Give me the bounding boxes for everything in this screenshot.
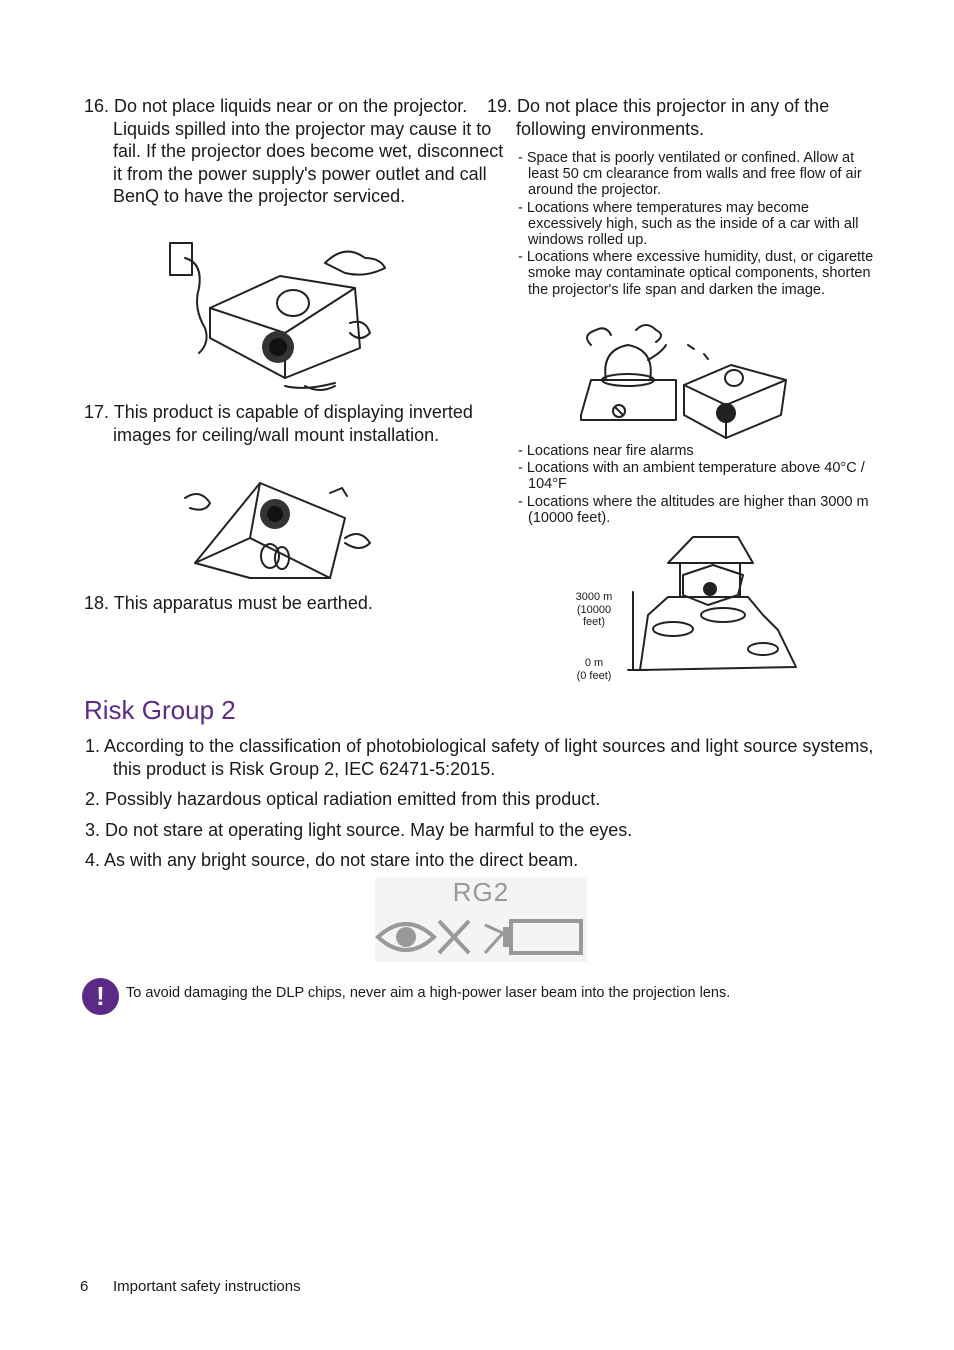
item-18: 18. This apparatus must be earthed. xyxy=(84,593,373,613)
altitude-high-label: 3000 m (10000 feet) xyxy=(575,591,613,628)
item-17: 17. This product is capable of displayin… xyxy=(84,402,473,445)
list-item: 1. According to the classification of ph… xyxy=(85,736,874,779)
list-item: - Locations with an ambient temperature … xyxy=(518,460,865,493)
risk-group-heading: Risk Group 2 xyxy=(84,695,236,725)
exclamation-icon: ! xyxy=(82,978,119,1015)
item-16: 16. Do not place liquids near or on the … xyxy=(84,96,504,206)
list-item: - Locations where the altitudes are high… xyxy=(518,493,869,526)
list-item: 3. Do not stare at operating light sourc… xyxy=(85,819,633,840)
item-19: 19. Do not place this projector in any o… xyxy=(487,96,830,139)
list-item: - Locations where excessive humidity, du… xyxy=(518,249,874,298)
list-item: 4. As with any bright source, do not sta… xyxy=(85,850,579,870)
notice-text: To avoid damaging the DLP chips, never a… xyxy=(126,985,731,1001)
inverted-projector-illustration xyxy=(184,482,371,579)
list-item: - Locations where temperatures may becom… xyxy=(518,199,859,249)
rg2-label-text: RG2 xyxy=(452,877,510,907)
heat-humidity-illustration xyxy=(580,324,787,439)
list-item: - Locations near fire alarms xyxy=(518,443,694,459)
risk-group-list: 1. According to the classification of ph… xyxy=(84,735,884,880)
rg2-warning-label: RG2 xyxy=(375,877,587,962)
environment-list-b: - Locations near fire alarms - Locations… xyxy=(518,443,878,527)
footer-section-title: Important safety instructions xyxy=(113,1278,301,1295)
liquid-hazard-illustration xyxy=(169,242,386,391)
no-stare-icon xyxy=(375,919,583,955)
environment-list-a: - Space that is poorly ventilated or con… xyxy=(518,150,878,299)
page-number: 6 xyxy=(80,1278,89,1295)
list-item: - Space that is poorly ventilated or con… xyxy=(518,150,862,199)
altitude-low-label: 0 m (0 feet) xyxy=(576,657,612,682)
list-item: 2. Possibly hazardous optical radiation … xyxy=(85,789,601,809)
altitude-mountain-illustration xyxy=(627,536,797,671)
